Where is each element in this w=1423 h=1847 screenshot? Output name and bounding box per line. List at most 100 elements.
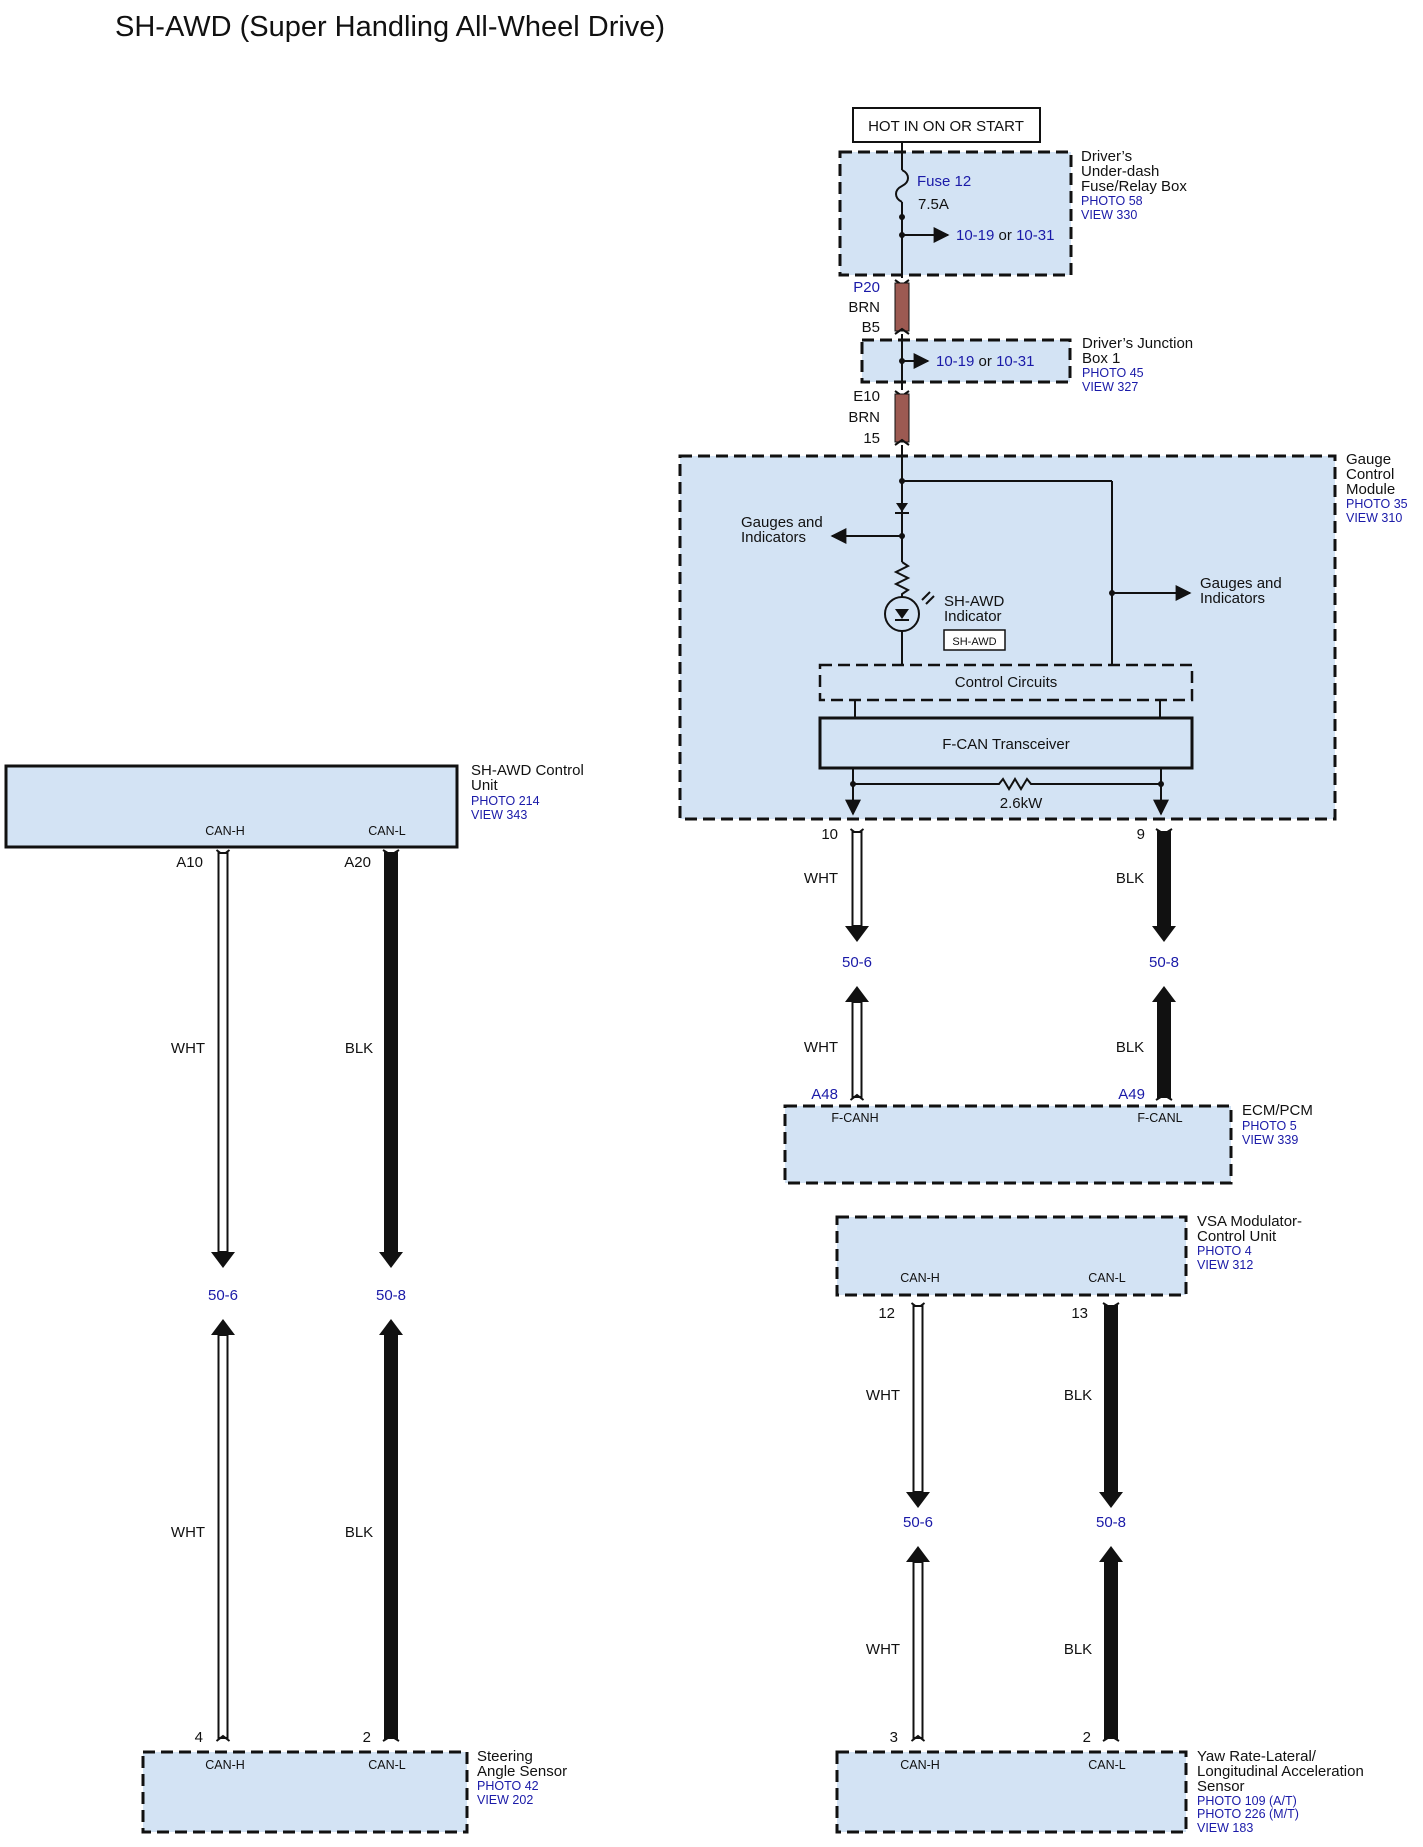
steering-pin-l: 2: [363, 1729, 371, 1746]
steering-can-l-label: CAN-L: [368, 1758, 406, 1772]
f-can-transceiver-label: F-CAN Transceiver: [942, 736, 1070, 753]
drivers-junction-box[interactable]: [860, 338, 1072, 384]
left-h-color-upper: WHT: [171, 1040, 205, 1057]
gauge-view-link: VIEW 310: [1346, 511, 1402, 525]
junction-name-2: Box 1: [1082, 350, 1120, 367]
ecm-l-wire: [1157, 1001, 1171, 1098]
yaw-photo-at-link: PHOTO 109 (A/T): [1197, 1794, 1297, 1808]
sh-awd-view-link: VIEW 343: [471, 808, 527, 822]
gauge-photo-link: PHOTO 35: [1346, 497, 1408, 511]
vsa-l-wire-arrow: [1099, 1492, 1123, 1508]
junction-ref-a[interactable]: 10-19: [936, 353, 974, 370]
power-source-box: [852, 107, 1041, 143]
vsa-view-link: VIEW 312: [1197, 1258, 1253, 1272]
ecm-pin-l: A49: [1118, 1086, 1145, 1103]
underdash-ref-b[interactable]: 10-31: [1016, 227, 1054, 244]
resistor-icon: [893, 561, 911, 596]
vsa-h-color: WHT: [866, 1387, 900, 1404]
vsa-l-ref: 50-8: [1096, 1514, 1126, 1531]
steering-name-2: Angle Sensor: [477, 1763, 567, 1780]
vsa-l-color: BLK: [1064, 1387, 1092, 1404]
yaw-h-color: WHT: [866, 1641, 900, 1658]
vsa-can-h-label: CAN-H: [900, 1271, 940, 1285]
gauges-left-2: Indicators: [741, 529, 806, 546]
ecm-h-wire: [851, 1001, 863, 1098]
vsa-can-l-label: CAN-L: [1088, 1271, 1126, 1285]
gauge-name-3: Module: [1346, 481, 1395, 498]
f-can-transceiver-box: [818, 716, 1194, 770]
sh-awd-can-h-label: CAN-H: [205, 824, 245, 838]
junction-ref: 10-19 or 10-31: [936, 353, 1034, 370]
left-h-ref: 50-6: [208, 1287, 238, 1304]
junction-ref-b[interactable]: 10-31: [996, 353, 1034, 370]
yaw-l-color: BLK: [1064, 1641, 1092, 1658]
yaw-caption: Yaw Rate-Lateral/ Longitudinal Accelerat…: [1197, 1748, 1364, 1835]
gauges-left-1: Gauges and: [741, 514, 823, 531]
sh-awd-photo-link: PHOTO 214: [471, 794, 540, 808]
vsa-h-wire-arrow: [906, 1492, 930, 1508]
gauges-right-1: Gauges and: [1200, 575, 1282, 592]
steering-photo-link: PHOTO 42: [477, 1779, 539, 1793]
yaw-can-l-label: CAN-L: [1088, 1758, 1126, 1772]
left-h-wire-lower-arrow: [211, 1319, 235, 1335]
left-h-wire-lower-connector: [215, 1734, 231, 1742]
vsa-h-wire: [912, 1305, 924, 1493]
steering-view-link: VIEW 202: [477, 1793, 533, 1807]
ecm-view-link: VIEW 339: [1242, 1133, 1298, 1147]
light-rays-icon: [921, 591, 935, 605]
ecm-l-color: BLK: [1116, 1039, 1144, 1056]
sh-awd-badge-label: SH-AWD: [952, 636, 996, 648]
ecm-can-h-label: F-CANH: [831, 1111, 878, 1125]
yaw-can-h-label: CAN-H: [900, 1758, 940, 1772]
gauge-l-color: BLK: [1116, 870, 1144, 887]
ecm-l-wire-connector: [1155, 1093, 1173, 1101]
sh-awd-can-l-label: CAN-L: [368, 824, 406, 838]
vsa-h-ref: 50-6: [903, 1514, 933, 1531]
left-l-ref: 50-8: [376, 1287, 406, 1304]
junction-name-1: Driver’s Junction: [1082, 335, 1193, 352]
yaw-h-wire-connector: [910, 1734, 926, 1742]
yaw-l-wire-connector: [1102, 1734, 1120, 1742]
diode-icon: [896, 503, 908, 512]
gauge-l-wire: [1157, 831, 1171, 927]
ecm-h-wire-connector: [849, 1093, 865, 1101]
ecm-pcm[interactable]: [783, 1104, 1233, 1185]
ecm-caption: ECM/PCM PHOTO 5 VIEW 339: [1242, 1102, 1313, 1147]
wire1-top-pin: P20: [853, 279, 880, 296]
vsa-name-1: VSA Modulator-: [1197, 1213, 1302, 1230]
left-l-wire-lower-connector: [382, 1734, 400, 1742]
gauge-h-ref: 50-6: [842, 954, 872, 971]
underdash-photo-link: PHOTO 58: [1081, 194, 1143, 208]
underdash-ref-a[interactable]: 10-19: [956, 227, 994, 244]
steering-angle-sensor[interactable]: [141, 1750, 469, 1834]
gauge-l-ref: 50-8: [1149, 954, 1179, 971]
left-h-wire-upper: [217, 852, 229, 1253]
yaw-pin-h: 3: [890, 1729, 898, 1746]
left-h-wire-lower: [217, 1334, 229, 1739]
sh-awd-control-unit[interactable]: [4, 764, 459, 849]
vsa-modulator-control-unit[interactable]: [835, 1215, 1188, 1297]
vsa-caption: VSA Modulator- Control Unit PHOTO 4 VIEW…: [1197, 1213, 1302, 1272]
yaw-h-wire-arrow: [906, 1546, 930, 1562]
yaw-l-wire: [1104, 1561, 1118, 1739]
wire1-bottom-pin: B5: [862, 319, 880, 336]
vsa-name-2: Control Unit: [1197, 1228, 1277, 1245]
ecm-can-l-label: F-CANL: [1137, 1111, 1182, 1125]
underdash-name-1: Driver’s: [1081, 148, 1132, 165]
junction-box-caption: Driver’s Junction Box 1 PHOTO 45 VIEW 32…: [1082, 335, 1193, 394]
ecm-l-wire-arrow: [1152, 986, 1176, 1002]
ecm-name: ECM/PCM: [1242, 1102, 1313, 1119]
fuse-symbol: [895, 169, 909, 203]
underdash-ref: 10-19 or 10-31: [956, 227, 1054, 244]
power-source-label: HOT IN ON OR START: [868, 118, 1024, 135]
yaw-rate-sensor[interactable]: [835, 1750, 1188, 1834]
underdash-fuse-box[interactable]: [838, 150, 1073, 277]
yaw-name-3: Sensor: [1197, 1778, 1245, 1795]
gauge-h-wire: [851, 831, 863, 927]
sh-awd-pin-l: A20: [344, 854, 371, 871]
vsa-pin-h: 12: [878, 1305, 895, 1322]
sh-awd-name-1: SH-AWD Control: [471, 762, 584, 779]
junction-ref-or: or: [979, 353, 992, 370]
junction-view-link: VIEW 327: [1082, 380, 1138, 394]
